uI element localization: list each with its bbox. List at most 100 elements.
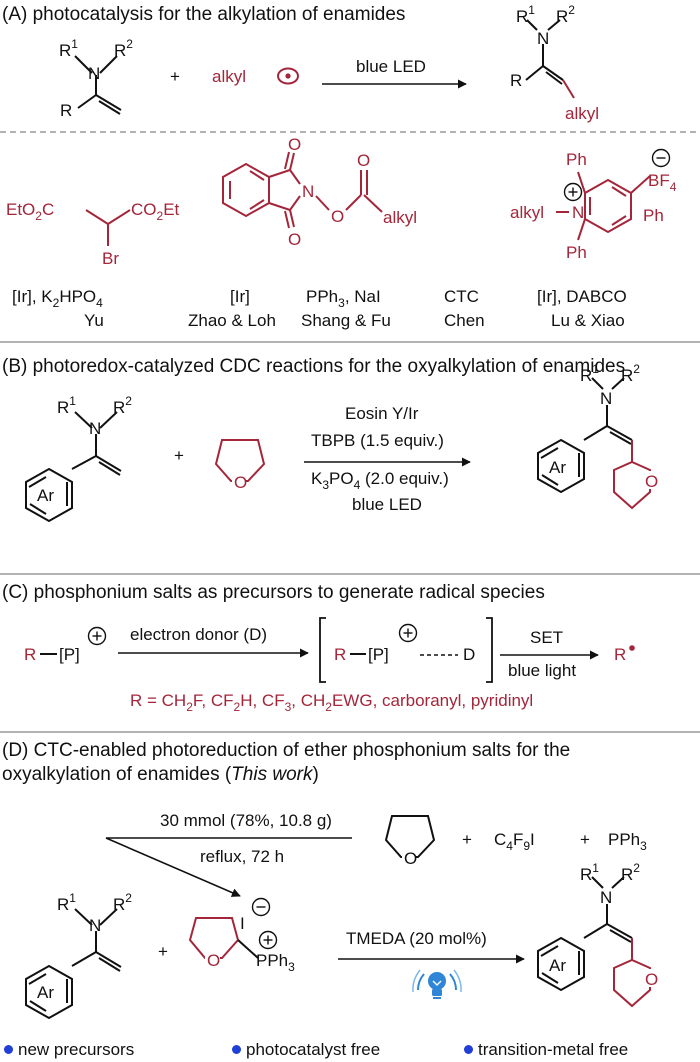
pyridinium-ph-bottom: Ph [566,243,587,262]
salt-o-mask [205,951,220,967]
enamide-d-n: N [89,916,101,935]
product-r2: R2 [556,3,575,26]
product-d-o: O [645,970,658,989]
product-r: R [510,71,522,90]
plus-sign-d3: + [158,942,168,961]
bullet-icon [232,1045,241,1055]
light-bulb-icon [412,969,462,999]
c4f9i-label: C4F9I [494,830,535,853]
thf-o-label: O [234,473,247,492]
product-a-structure [525,19,575,99]
product-d-r2: R2 [621,861,640,884]
ref-shang-fu: Shang & Fu [301,311,391,330]
panel-d: (D) CTC-enabled photoreduction of ether … [2,740,658,1020]
conditions-dabco: [Ir], DABCO [537,287,627,306]
c-r-label: R [24,645,36,664]
pyridinium-ph-right: Ph [643,206,664,225]
feature-label: photocatalyst free [246,1040,381,1059]
tetrafluoroborate-label: BF4 [648,171,677,194]
thf-d-o: O [404,849,417,868]
complex-plus-icon [398,623,418,643]
enamide-d-structure [25,908,122,1020]
ester-left-label: EtO2C [6,200,54,223]
r-label: R [60,101,72,120]
bromo-label: Br [102,249,119,268]
panel-a-title: (A) photocatalysis for the alkylation of… [2,4,405,25]
panel-a: (A) photocatalysis for the alkylation of… [0,3,700,330]
left-bracket [319,617,326,683]
imide-n: N [302,182,314,201]
panel-d-title-line1: (D) CTC-enabled photoreduction of ether … [2,740,570,761]
feature-new-precursors: new precursors [4,1040,134,1060]
conditions-b-line1: Eosin Y/Ir [345,404,419,423]
bromomalonate-structure [85,209,131,246]
pyridinium-ph-top: Ph [566,150,587,169]
conditions-yu-line2: Yu [84,311,104,330]
enamide-d-ar: Ar [37,983,54,1002]
n-label: N [88,64,100,83]
thf-structure-d [384,815,436,858]
carbonyl-o: O [357,151,370,170]
product-b-structure [537,377,651,510]
pph3-reagent: PPh3 [608,830,647,853]
iodide-label: I [240,914,245,933]
product-b-n: N [600,389,612,408]
nhpi-ester-structure [222,151,383,229]
product-d-ar: Ar [549,956,566,975]
blue-light-label: blue light [508,661,576,680]
complex-d: D [463,645,475,664]
product-alkyl-label: alkyl [565,104,599,123]
imide-o-top: O [288,135,301,154]
r-definition: R = CH2F, CF2H, CF3, CH2EWG, carboranyl,… [130,691,533,714]
plus-sign-d2: + [580,830,590,849]
r1-label: R1 [59,37,78,60]
alkyl-radical-label: alkyl [212,67,246,86]
enamide-d-r2: R2 [113,891,132,914]
product-b-ar: Ar [549,458,566,477]
enamide-b-structure [25,411,122,523]
prep-arrow-diagonal [105,837,241,897]
conditions-yu-line1: [Ir], K2HPO4 [12,287,103,310]
feature-transition-metal-free: transition-metal free [464,1040,628,1060]
phosphonium-salt-structure [188,897,278,959]
conditions-b-line3: K3PO4 (2.0 equiv.) [311,469,449,492]
panel-b: (B) photoredox-catalyzed CDC reactions f… [2,356,658,523]
enamide-b-n: N [89,419,101,438]
feature-label: new precursors [18,1040,135,1059]
bullet-icon [4,1045,13,1055]
panel-b-title: (B) photoredox-catalyzed CDC reactions f… [2,356,625,377]
c-plus-icon [87,626,107,646]
pyridinium-structure [556,148,671,241]
panel-c-title: (C) phosphonium salts as precursors to g… [2,582,545,603]
product-b-o: O [645,472,658,491]
feature-photocatalyst-free: photocatalyst free [232,1040,380,1060]
enamide-a-structure [74,55,122,115]
complex-p: [P] [368,645,389,664]
complex-r: R [334,645,346,664]
panel-c: (C) phosphonium salts as precursors to g… [2,582,635,714]
prep-conditions-bottom: reflux, 72 h [200,847,284,866]
plus-sign-b: + [174,446,184,465]
product-d-n: N [600,888,612,907]
salt-pph3: PPh3 [256,951,295,974]
c-p-label: [P] [59,645,80,664]
ref-lu-xiao: Lu & Xiao [551,311,625,330]
product-n: N [537,29,549,48]
conditions-ctc-label: CTC [444,287,479,306]
product-r1: R1 [516,3,535,26]
radical-dot [629,645,635,651]
thf-d-o-mask [402,850,416,866]
product-b-r2: R2 [621,362,640,385]
enamide-b-r2: R2 [113,394,132,417]
thf-structure-b [214,439,266,482]
product-d-o-mask [643,969,658,987]
conditions-ir-label: [Ir] [230,287,250,306]
conditions-b-line4: blue LED [352,495,422,514]
conditions-pph3-label: PPh3, NaI [306,287,381,310]
bullet-icon [464,1045,473,1055]
ester-o-link: O [331,207,344,226]
enamide-b-r1: R1 [57,394,76,417]
enamide-b-ar: Ar [37,486,54,505]
pyridinium-n: N [572,203,584,222]
